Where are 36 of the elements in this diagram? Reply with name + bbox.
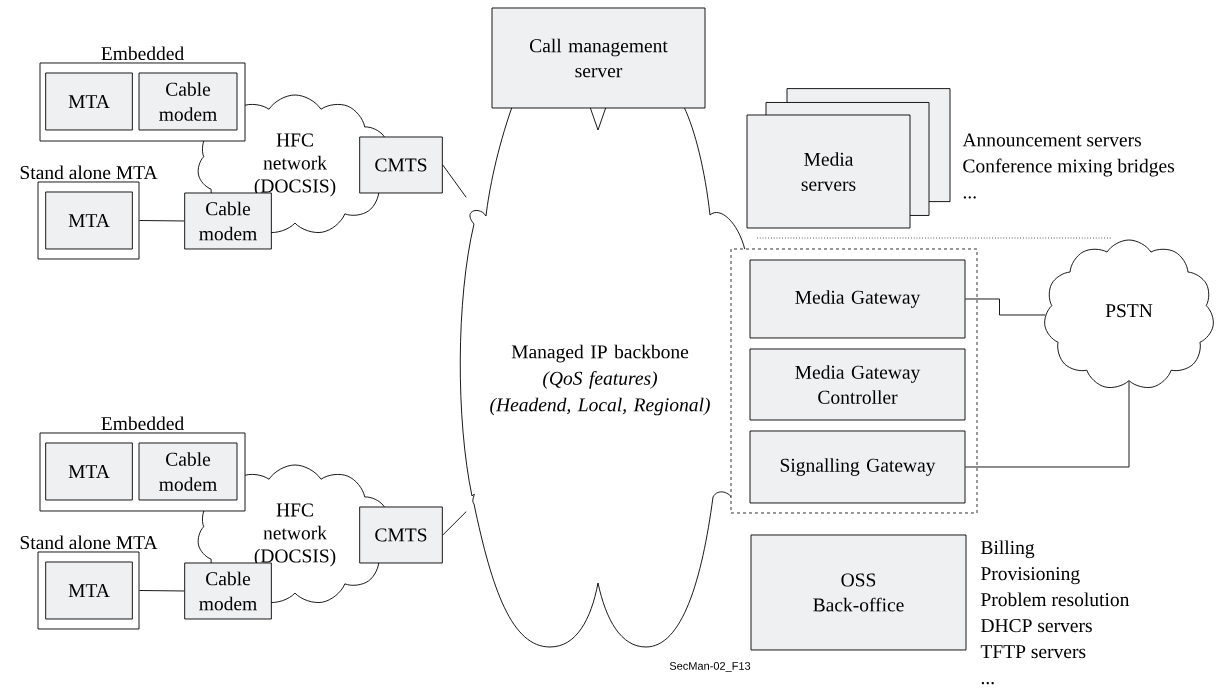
connector-line [442,164,467,198]
connector-line [965,298,1046,316]
node-label: Problem resolution [981,592,1130,607]
node-label: Provisioning [981,567,1080,585]
node-label: Embedded [101,46,184,61]
gateway-box: Signalling Gateway [749,430,966,504]
device-box: Cable modem [138,442,238,501]
gateway-box: Media Gateway Controller [749,348,966,421]
device-box: Cable modem [138,72,238,131]
node-label: Embedded [101,416,184,431]
connector-line [139,590,185,592]
server-box: OSS Back-office [750,534,967,651]
note-list: Announcement servers Conference mixing bridges ... [962,133,1175,199]
connector-line [965,380,1130,468]
node-label: DHCP servers [981,619,1092,633]
gateway-box: Media Gateway [749,259,966,339]
device-box: MTA [45,561,133,620]
node-label: Billing [981,540,1035,559]
figure-id: SecMan-02_F13 [669,662,751,672]
device-box: CMTS [359,136,443,194]
node-label: Stand alone MTA [20,535,158,550]
network-cloud: PSTN [1044,239,1214,388]
device-box: Cable modem [184,192,272,250]
device-box: MTA [45,72,133,131]
node-label: Stand alone MTA [20,165,158,180]
server-box: Call management server [491,7,706,109]
device-box: MTA [45,442,133,501]
note-list: Billing Provisioning Problem resolution DHCP servers TFTP servers ... [980,540,1130,685]
device-box: MTA [45,191,133,250]
server-stack: Media servers [746,88,951,229]
connector-line [139,220,185,222]
connector-line [442,511,467,536]
device-box: CMTS [359,506,443,564]
node-label: ... [981,681,994,685]
device-box: Cable modem [184,562,272,620]
node-label: TFTP servers [980,645,1086,659]
